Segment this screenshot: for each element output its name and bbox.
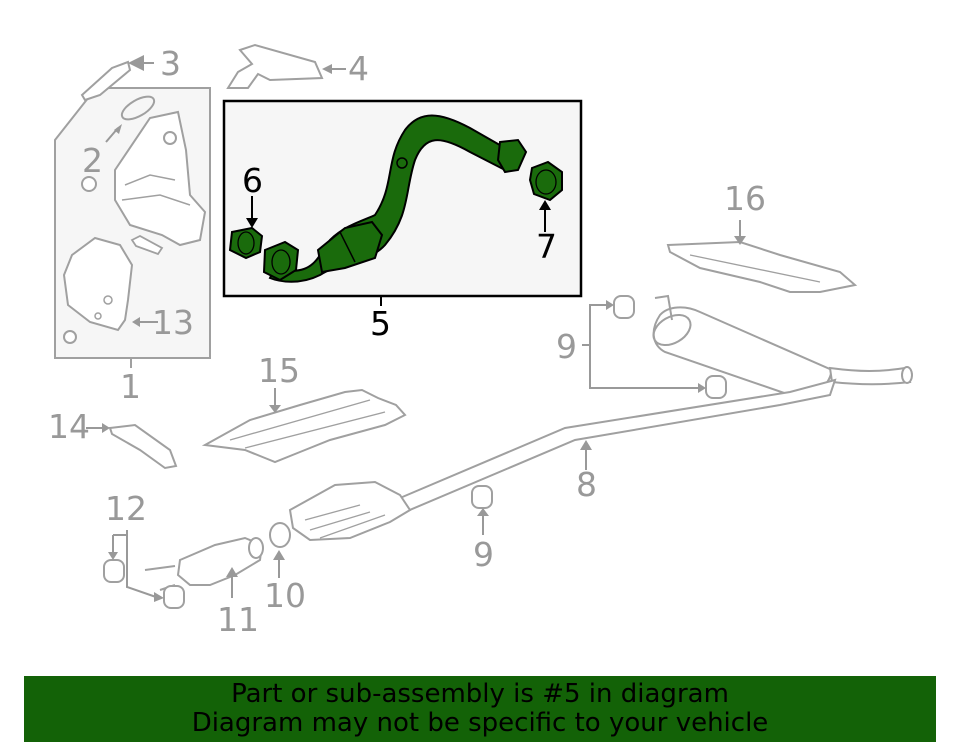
part-14-bracket[interactable] — [86, 423, 178, 470]
banner-line-2: Diagram may not be specific to your vehi… — [191, 708, 769, 738]
part-15-heat-shield[interactable] — [201, 388, 407, 464]
part-7-gasket[interactable] — [528, 160, 563, 232]
callout-15: 15 — [258, 351, 300, 390]
part-6-gasket[interactable] — [228, 196, 264, 260]
info-banner: Part or sub-assembly is #5 in diagram Di… — [24, 676, 936, 742]
callout-3: 3 — [160, 44, 181, 83]
part-9-hangers-upper[interactable] — [582, 295, 727, 399]
part-16-heat-shield[interactable] — [666, 220, 858, 293]
part-group-5-front-pipe[interactable] — [222, 99, 583, 298]
callout-9-upper: 9 — [556, 327, 577, 366]
callout-7: 7 — [536, 227, 557, 266]
callout-8: 8 — [576, 465, 597, 504]
callout-9-lower: 9 — [473, 535, 494, 574]
part-4-bracket[interactable] — [226, 43, 346, 89]
part-2-arrow — [114, 124, 122, 134]
callout-6: 6 — [242, 161, 263, 200]
part-11-catalytic-converter[interactable] — [144, 536, 264, 598]
part-8-intermediate-pipe[interactable] — [398, 378, 837, 514]
callout-10: 10 — [264, 576, 306, 615]
callout-14: 14 — [48, 407, 90, 446]
callout-4: 4 — [348, 49, 369, 88]
banner-line-1: Part or sub-assembly is #5 in diagram — [231, 679, 729, 709]
part-9-hanger-lower[interactable] — [471, 485, 493, 535]
part-2-gasket[interactable] — [118, 92, 157, 124]
part-10-clamp[interactable] — [269, 522, 291, 578]
callout-5: 5 — [370, 304, 391, 343]
callout-12: 12 — [105, 489, 147, 528]
part-13-arrow — [132, 317, 140, 327]
part-resonator[interactable] — [288, 480, 412, 542]
callout-11: 11 — [217, 600, 259, 639]
callout-13: 13 — [152, 303, 194, 342]
part-12-hangers[interactable] — [103, 530, 185, 609]
callout-16: 16 — [724, 179, 766, 218]
part-13-heat-shield[interactable] — [62, 236, 134, 332]
pipe-inlet-flange — [262, 240, 300, 282]
part-muffler-tailpipe[interactable] — [648, 294, 913, 398]
pipe-outlet-flange — [496, 138, 528, 174]
callout-1: 1 — [120, 367, 141, 406]
exhaust-parts-diagram: 1 2 3 4 5 6 7 8 9 9 10 11 12 13 14 15 16 — [48, 43, 913, 639]
part-group-1-manifold-assembly[interactable] — [54, 87, 211, 368]
callout-2: 2 — [82, 141, 103, 180]
